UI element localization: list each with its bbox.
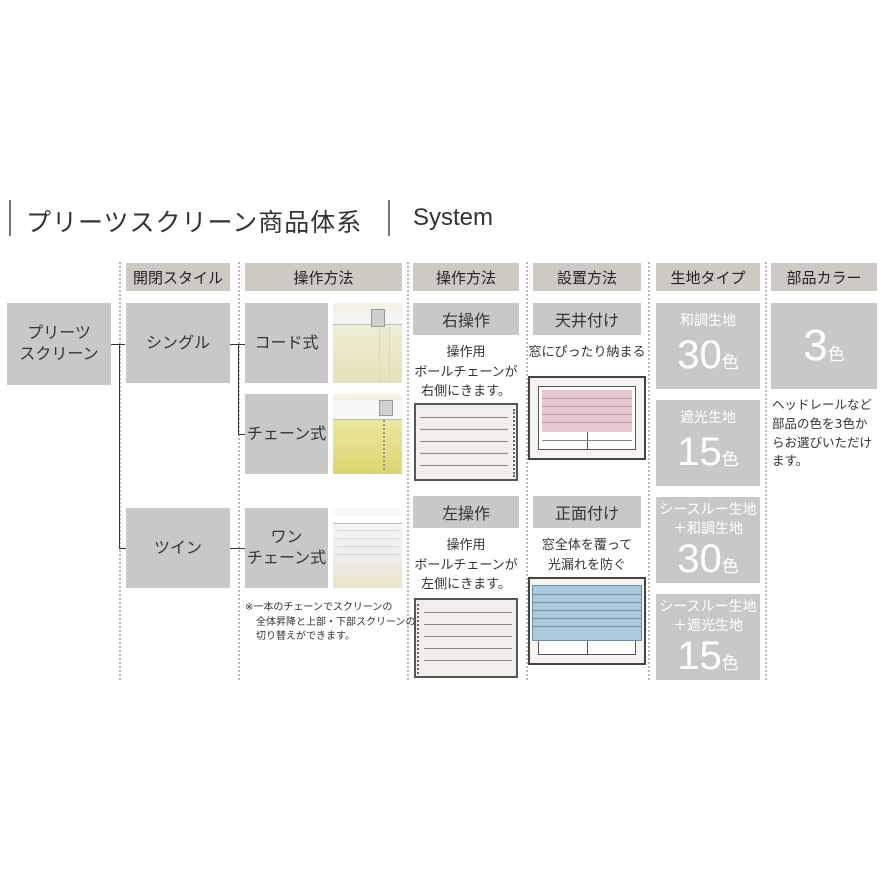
header-operation-side: 操作方法 bbox=[413, 263, 519, 291]
one-chain-note: ※一本のチェーンでスクリーンの 全体昇降と上部・下部スクリーンの 切り替えができ… bbox=[245, 601, 416, 645]
part-desc-line-1: ヘッドレールなど bbox=[772, 397, 873, 412]
fabric-count: 30 bbox=[677, 536, 722, 581]
column-guide bbox=[648, 262, 650, 680]
part-color-count: 3 bbox=[803, 321, 828, 370]
fabric-label: 和調生地 bbox=[680, 313, 736, 329]
header-part-color: 部品カラー bbox=[771, 263, 877, 291]
connector bbox=[230, 344, 245, 345]
root-product-box: プリーツ スクリーン bbox=[7, 303, 111, 385]
ceiling-screen bbox=[542, 390, 632, 432]
fabric-label-2: ＋和調生地 bbox=[673, 520, 743, 537]
front-mount-label: 正面付け bbox=[533, 496, 641, 528]
right-desc-line-1: 操作用 bbox=[446, 345, 486, 360]
fabric-label: シースルー生地 bbox=[659, 599, 757, 615]
front-mount-desc: 窓全体を覆って 光漏れを防ぐ bbox=[528, 536, 646, 575]
fabric-unit: 色 bbox=[721, 449, 739, 470]
fabric-unit: 色 bbox=[721, 556, 739, 577]
fabric-unit: 色 bbox=[721, 653, 739, 674]
operation-one-chain: ワン チェーン式 bbox=[245, 508, 328, 588]
connector bbox=[119, 548, 126, 549]
header-fabric-type: 生地タイプ bbox=[656, 263, 760, 291]
connector bbox=[111, 344, 125, 345]
fabric-count: 30 bbox=[677, 332, 722, 377]
connector bbox=[238, 344, 239, 434]
right-desc-line-2: ボールチェーンが bbox=[414, 364, 518, 380]
operation-cord: コード式 bbox=[245, 303, 328, 383]
page-subtitle: System bbox=[413, 204, 494, 231]
column-guide bbox=[238, 262, 240, 680]
page-title: プリーツスクリーン商品体系 bbox=[26, 208, 363, 237]
connector bbox=[119, 344, 120, 548]
fabric-label: シースルー生地 bbox=[659, 502, 757, 518]
column-guide bbox=[407, 262, 409, 680]
root-line-2: スクリーン bbox=[19, 344, 99, 363]
front-mount-illustration bbox=[528, 577, 646, 665]
fabric-seethrough-blackout: シースルー生地 ＋遮光生地 15色 bbox=[656, 594, 760, 680]
part-desc-line-4: ます。 bbox=[772, 453, 809, 469]
front-desc-line-2: 光漏れを防ぐ bbox=[547, 557, 626, 573]
header-operation-method: 操作方法 bbox=[245, 263, 402, 291]
ceiling-mount-label: 天井付け bbox=[533, 303, 641, 335]
one-chain-line-1: ワン bbox=[270, 527, 303, 547]
fabric-japanese: 和調生地 30色 bbox=[656, 303, 760, 389]
column-guide bbox=[526, 262, 528, 680]
connector bbox=[230, 548, 245, 549]
left-desc-line-1: 操作用 bbox=[446, 538, 486, 553]
front-screen bbox=[532, 585, 642, 641]
one-chain-photo bbox=[333, 508, 402, 588]
fabric-unit: 色 bbox=[721, 352, 739, 373]
left-desc-line-2: ボールチェーンが bbox=[414, 557, 518, 573]
open-style-single: シングル bbox=[126, 303, 230, 383]
header-open-style: 開閉スタイル bbox=[126, 263, 230, 291]
connector bbox=[238, 434, 245, 435]
cord-photo bbox=[333, 303, 402, 383]
left-operation-desc: 操作用 ボールチェーンが 左側にきます。 bbox=[408, 536, 524, 595]
column-guide bbox=[119, 262, 121, 680]
part-color-desc: ヘッドレールなど 部品の色を3色か らお選びいただけ ます。 bbox=[772, 396, 872, 471]
ceiling-mount-desc: 窓にぴったり納まる bbox=[528, 345, 646, 360]
ceiling-mount-illustration bbox=[528, 376, 646, 460]
title-divider-left bbox=[9, 200, 11, 236]
fabric-label-2: ＋遮光生地 bbox=[673, 617, 743, 634]
header-installation: 設置方法 bbox=[533, 263, 641, 291]
fabric-count: 15 bbox=[677, 429, 722, 474]
chain-photo bbox=[333, 394, 402, 474]
note-line-1: ※一本のチェーンでスクリーンの bbox=[245, 602, 393, 613]
note-line-2: 全体昇降と上部・下部スクリーンの bbox=[256, 616, 416, 628]
left-operation-illustration bbox=[414, 598, 518, 678]
note-line-3: 切り替えができます。 bbox=[256, 631, 355, 642]
operation-chain: チェーン式 bbox=[245, 394, 328, 474]
column-guide bbox=[765, 262, 767, 680]
part-desc-line-3: らお選びいただけ bbox=[772, 434, 873, 450]
right-operation-label: 右操作 bbox=[413, 303, 519, 335]
right-operation-illustration bbox=[414, 403, 518, 481]
part-desc-line-2: 部品の色を3色か bbox=[772, 415, 868, 431]
fabric-seethrough-japanese: シースルー生地 ＋和調生地 30色 bbox=[656, 497, 760, 583]
fabric-count: 15 bbox=[677, 633, 722, 678]
left-operation-label: 左操作 bbox=[413, 496, 519, 528]
part-color-unit: 色 bbox=[827, 344, 845, 365]
front-desc-line-1: 窓全体を覆って bbox=[541, 538, 633, 553]
right-operation-desc: 操作用 ボールチェーンが 右側にきます。 bbox=[408, 343, 524, 402]
left-desc-line-3: 左側にきます。 bbox=[421, 577, 511, 592]
fabric-label: 遮光生地 bbox=[680, 410, 736, 426]
open-style-twin: ツイン bbox=[126, 508, 230, 588]
one-chain-line-2: チェーン式 bbox=[246, 548, 327, 567]
title-divider bbox=[388, 200, 390, 236]
right-desc-line-3: 右側にきます。 bbox=[421, 384, 511, 399]
fabric-blackout: 遮光生地 15色 bbox=[656, 400, 760, 486]
root-line-1: プリーツ bbox=[27, 323, 91, 343]
